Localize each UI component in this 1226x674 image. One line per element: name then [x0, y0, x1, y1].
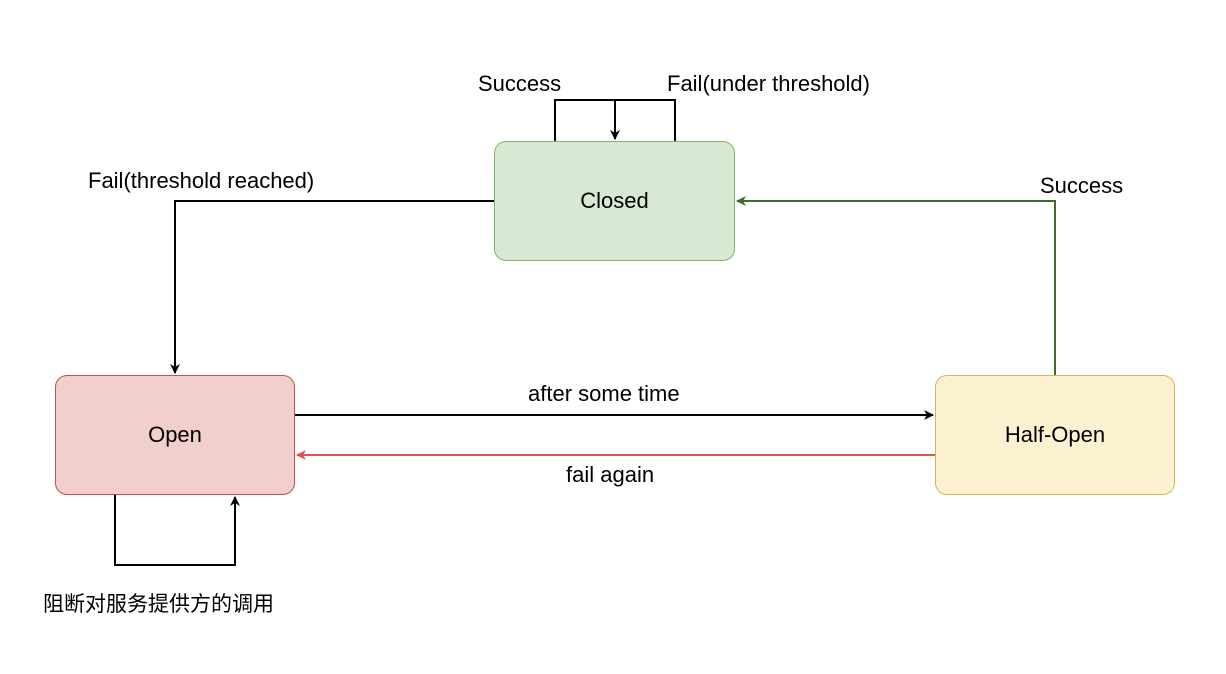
state-closed-label: Closed	[580, 188, 649, 213]
state-half-open-label: Half-Open	[1004, 422, 1106, 447]
closed-fail-under-threshold-label: Fail(under threshold)	[667, 71, 870, 96]
closed-success-label: Success	[478, 71, 562, 96]
state-open: Open	[55, 375, 295, 495]
closed-to-open-arrow	[170, 200, 494, 374]
open-to-halfopen-label: after some time	[528, 381, 680, 406]
open-self-loop-arrow	[114, 495, 240, 566]
closed-success-loop-arrow	[554, 99, 620, 141]
open-self-loop-label: 阻断对服务提供方的调用	[43, 592, 274, 616]
halfopen-to-closed-label: Success	[1040, 173, 1124, 198]
halfopen-to-open-label: fail again	[566, 462, 655, 487]
halfopen-to-closed-arrow	[736, 196, 1056, 375]
closed-fail-under-loop-arrow	[615, 99, 676, 141]
state-half-open: Half-Open	[935, 375, 1175, 495]
state-open-label: Open	[148, 422, 202, 447]
closed-to-open-label: Fail(threshold reached)	[88, 168, 315, 193]
state-closed: Closed	[494, 141, 735, 261]
